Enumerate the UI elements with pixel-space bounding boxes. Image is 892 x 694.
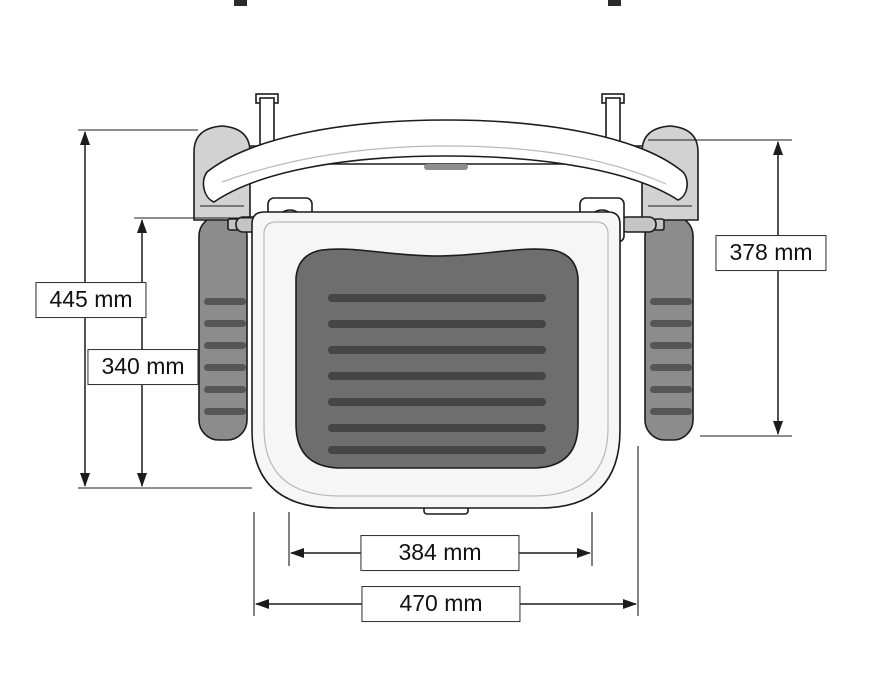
- left-grip: [198, 215, 248, 441]
- dim-label-seat-width: 384 mm: [360, 535, 520, 571]
- dim-label-seat-height: 340 mm: [87, 349, 199, 385]
- cropped-frame-marks: [234, 0, 621, 6]
- seat-slats: [328, 294, 546, 454]
- backrest: [202, 119, 688, 203]
- extension-lines: [78, 129, 792, 616]
- backrest-badge: [424, 164, 468, 170]
- dim-label-overall-height: 445 mm: [35, 282, 147, 318]
- dim-label-overall-width: 470 mm: [361, 586, 521, 622]
- dim-label-armrest-height: 378 mm: [715, 235, 827, 271]
- right-pin: [619, 216, 657, 233]
- right-grip: [644, 215, 694, 441]
- seat-pad: [295, 248, 579, 469]
- seat: [251, 211, 621, 515]
